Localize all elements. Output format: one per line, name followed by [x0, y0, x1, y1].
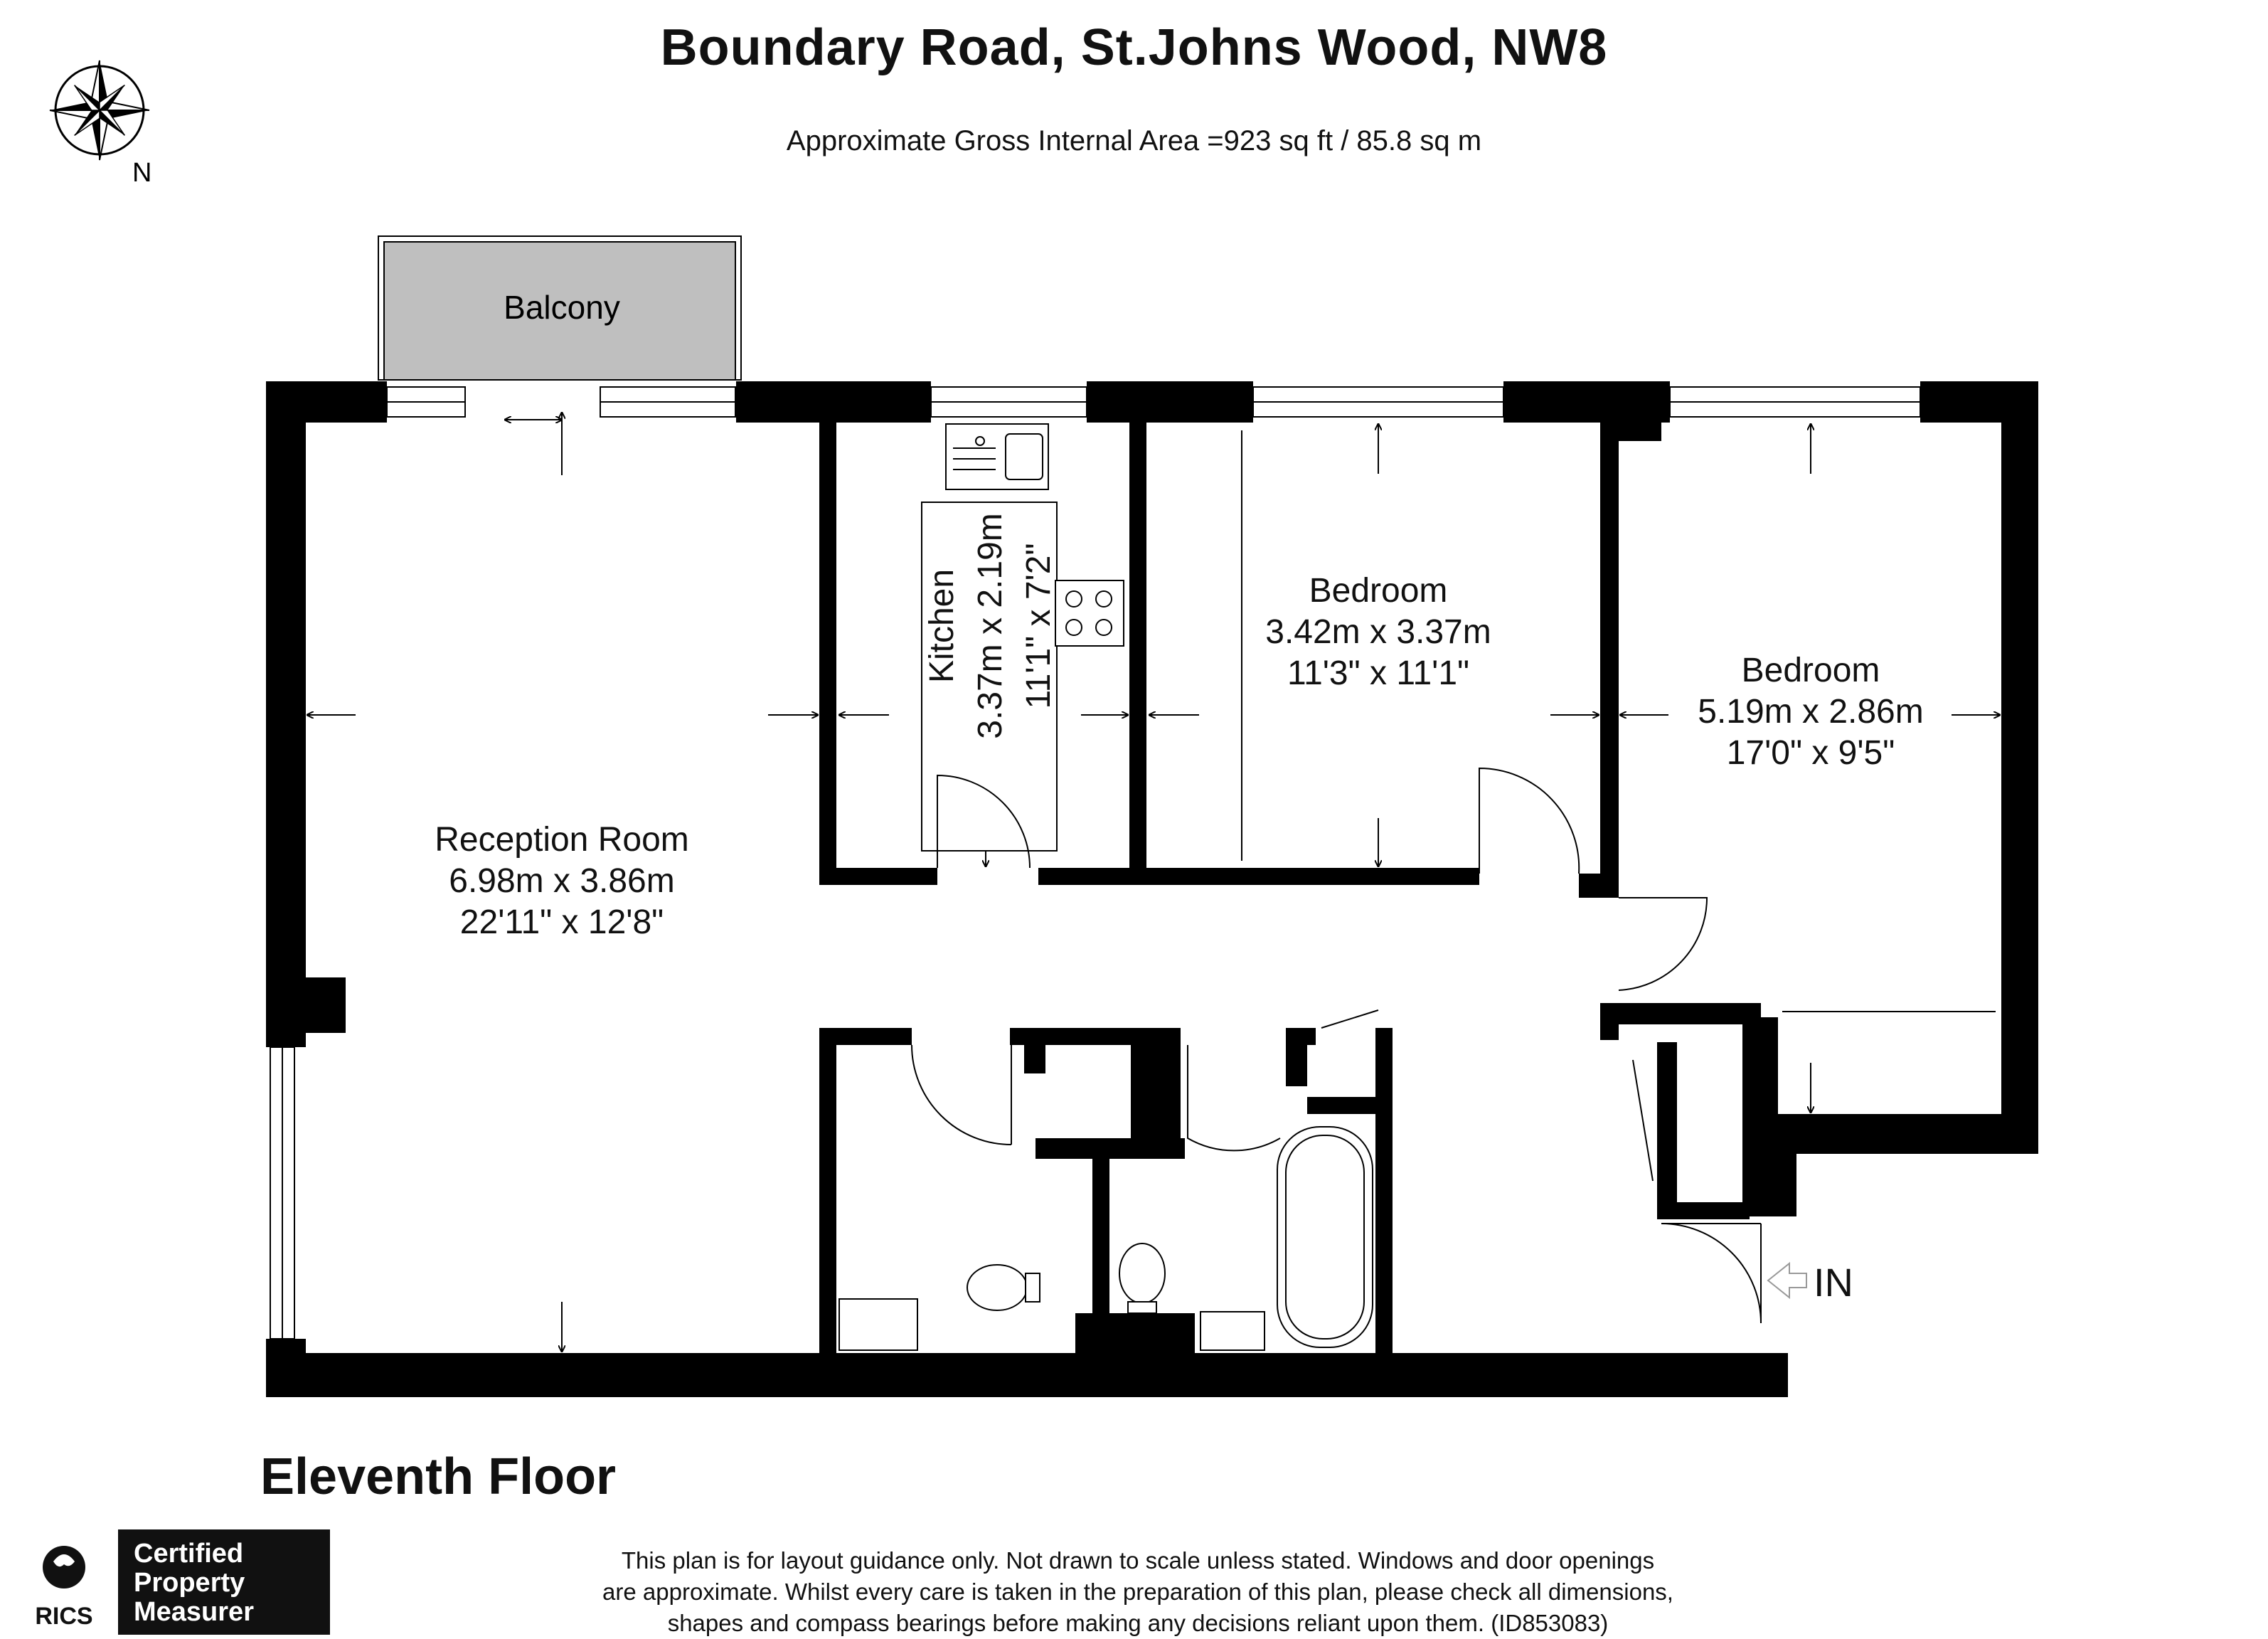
- disclaimer-line-3: shapes and compass bearings before makin…: [667, 1610, 1609, 1636]
- bedroom2-imperial: 17'0" x 9'5": [1727, 734, 1895, 772]
- bedroom1-name: Bedroom: [1309, 572, 1448, 610]
- balcony-door-arrows: [505, 413, 562, 475]
- windows: [270, 386, 1921, 1340]
- kitchen-name: Kitchen: [923, 569, 961, 683]
- bedroom2-name: Bedroom: [1742, 652, 1880, 689]
- bedroom1-imperial: 11'3" x 11'1": [1287, 654, 1469, 692]
- gross-area-subtitle: Approximate Gross Internal Area =923 sq …: [786, 125, 1482, 157]
- rics-text: RICS: [35, 1603, 92, 1630]
- compass-north-label: N: [132, 158, 151, 188]
- badge-line-3: Measurer: [134, 1597, 254, 1627]
- washbasin-icon: [838, 1298, 918, 1351]
- balcony-label: Balcony: [504, 289, 620, 326]
- washbasin-icon-2: [1200, 1311, 1265, 1351]
- badge-line-2: Property: [134, 1568, 245, 1598]
- bedroom2-metric: 5.19m x 2.86m: [1698, 693, 1923, 731]
- entrance-arrow-icon: [1767, 1261, 1807, 1300]
- dimension-arrows: [307, 424, 2000, 1352]
- kitchen-imperial: 11'1" x 7'2": [1020, 543, 1058, 709]
- hob-icon: [1055, 580, 1124, 647]
- badge-line-1: Certified: [134, 1539, 244, 1569]
- rics-logo: RICS: [14, 1540, 114, 1633]
- certified-measurer-badge: Certified Property Measurer: [118, 1529, 330, 1635]
- disclaimer-line-1: This plan is for layout guidance only. N…: [621, 1547, 1655, 1574]
- disclaimer: This plan is for layout guidance only. N…: [469, 1545, 1806, 1639]
- kitchen-fittings: [921, 423, 1124, 852]
- walls: [266, 381, 2038, 1397]
- reception-room-metric: 6.98m x 3.86m: [449, 862, 674, 900]
- entrance-label: IN: [1814, 1260, 1853, 1305]
- balcony: Balcony: [378, 235, 742, 381]
- toilet-icon: [967, 1264, 1028, 1311]
- disclaimer-line-2: are approximate. Whilst every care is ta…: [602, 1579, 1673, 1605]
- floor-label: Eleventh Floor: [260, 1448, 617, 1505]
- plan-title: Boundary Road, St.Johns Wood, NW8: [660, 19, 1608, 76]
- bathroom-fittings: [838, 1126, 1373, 1351]
- reception-room-imperial: 22'11" x 12'8": [460, 903, 664, 941]
- compass-star-icon: [49, 60, 150, 161]
- doors: [911, 430, 1996, 1324]
- kitchen-metric: 3.37m x 2.19m: [971, 513, 1009, 738]
- reception-room-name: Reception Room: [435, 821, 689, 859]
- toilet-icon-2: [1119, 1243, 1166, 1304]
- bedroom1-metric: 3.42m x 3.37m: [1265, 613, 1491, 651]
- rics-lion-icon: RICS: [35, 1546, 93, 1630]
